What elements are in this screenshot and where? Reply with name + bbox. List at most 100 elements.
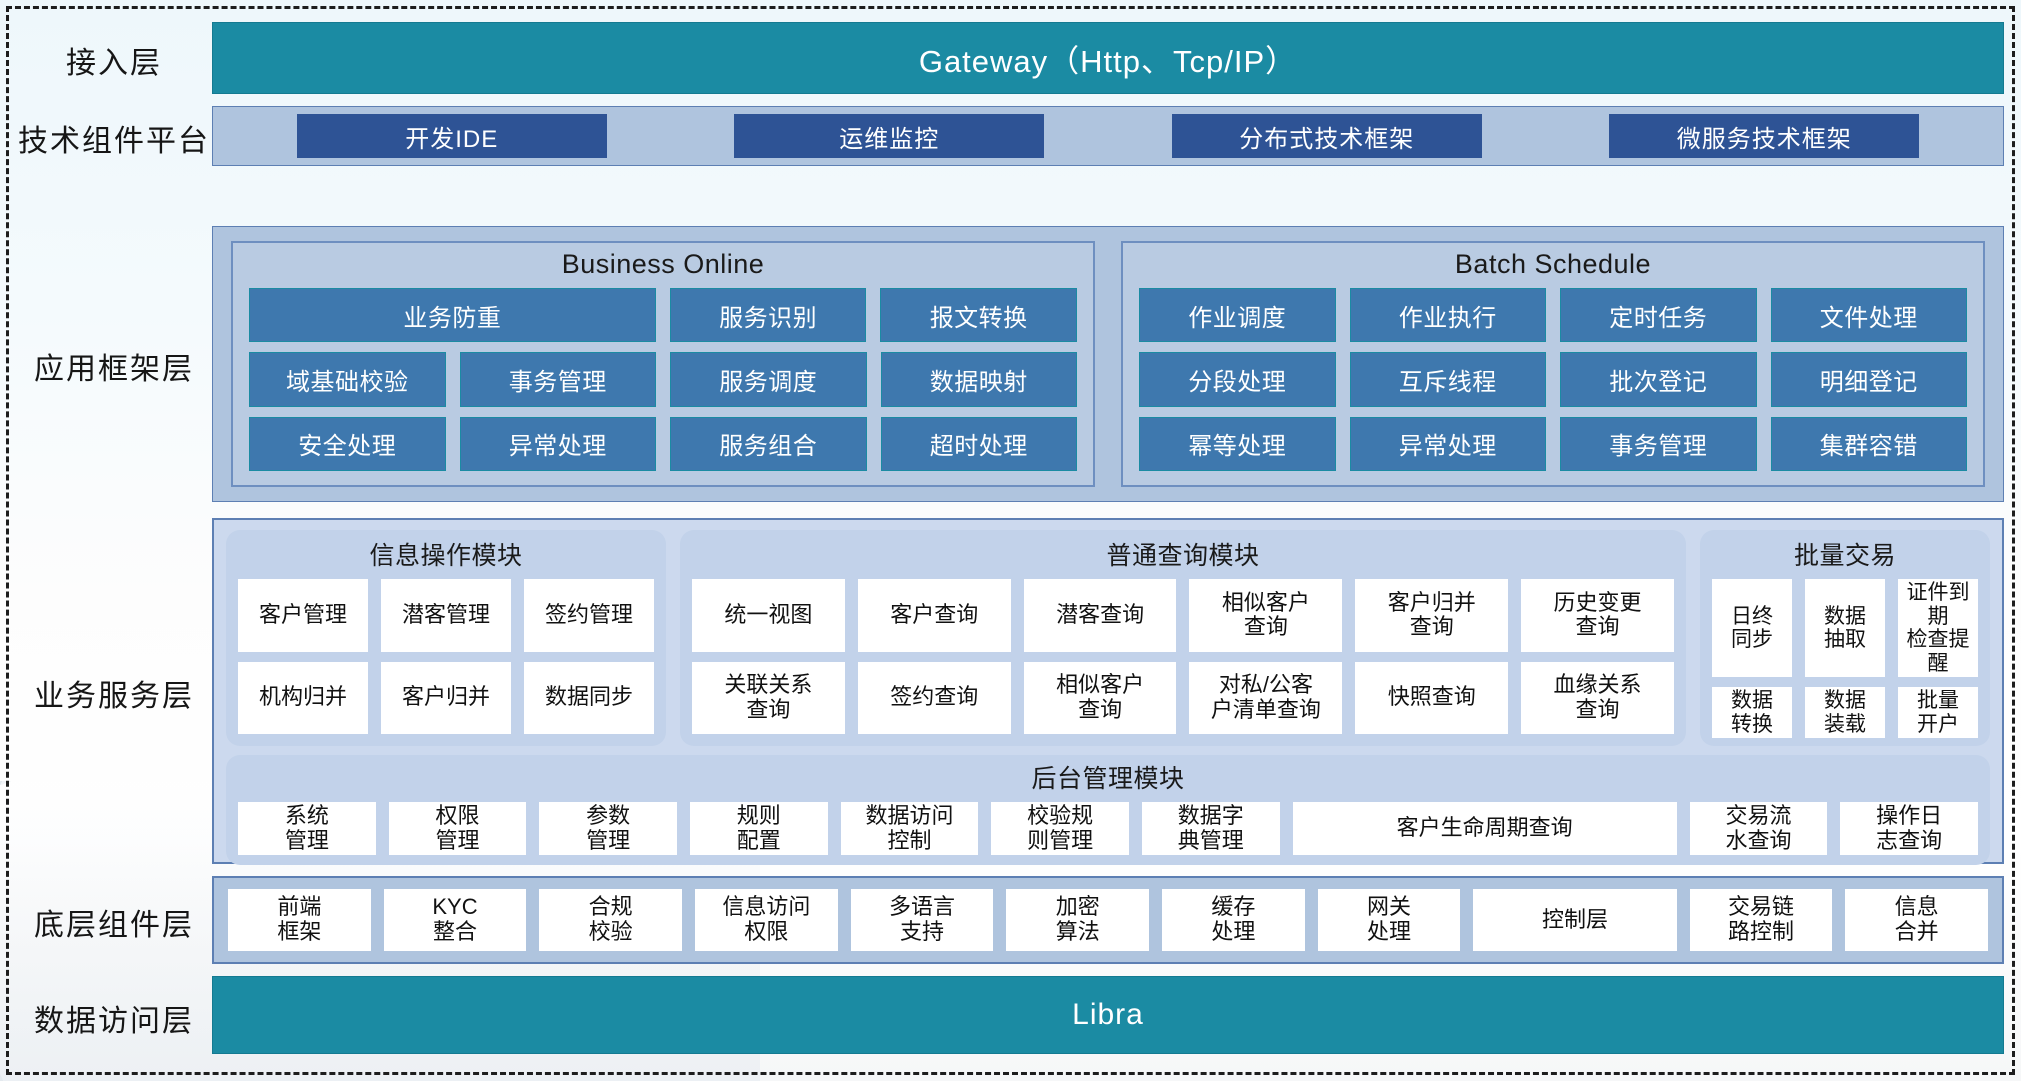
panel-title-business-online: Business Online (561, 249, 765, 279)
cell-kyc-integration[interactable]: KYC 整合 (383, 889, 527, 951)
gateway-bar[interactable]: Gateway（Http、Tcp/IP） (212, 22, 2004, 94)
cell-batch-account-opening[interactable]: 批量 开户 (1898, 687, 1978, 739)
cell-batch-transaction-mgmt[interactable]: 事务管理 (1560, 416, 1757, 471)
cell-certificate-expiry-reminder[interactable]: 证件到期 检查提醒 (1898, 579, 1978, 678)
cell-service-dispatch[interactable]: 服务调度 (670, 352, 867, 407)
panel-title-batch-transaction: 批量交易 (1793, 542, 1896, 570)
layer-label-app-framework: 应用框架层 (34, 353, 194, 386)
cell-data-extraction[interactable]: 数据 抽取 (1805, 579, 1885, 678)
info-operation-row-1: 客户管理 潜客管理 签约管理 (238, 579, 654, 652)
layer-label-tech-platform: 技术组件平台 (18, 125, 210, 158)
cell-service-composition[interactable]: 服务组合 (670, 416, 867, 471)
cell-transaction-mgmt[interactable]: 事务管理 (459, 352, 656, 407)
cell-service-identify[interactable]: 服务识别 (669, 288, 867, 343)
cell-exception-handling[interactable]: 异常处理 (459, 416, 656, 471)
cell-similar-customer-query-2[interactable]: 相似客户 查询 (1023, 661, 1177, 734)
layer-label-business-service: 业务服务层 (34, 680, 194, 713)
general-query-grid: 统一视图 客户查询 潜客查询 相似客户 查询 客户归并 查询 历史变更 查询 关… (692, 579, 1674, 734)
cell-multilanguage-support[interactable]: 多语言 支持 (850, 889, 994, 951)
batch-schedule-row-2: 分段处理 互斥线程 批次登记 明细登记 (1139, 352, 1967, 407)
cell-job-scheduling[interactable]: 作业调度 (1139, 288, 1336, 343)
cell-data-mapping[interactable]: 数据映射 (880, 352, 1077, 407)
cell-contract-query[interactable]: 签约查询 (857, 661, 1011, 734)
cell-mutex-thread[interactable]: 互斥线程 (1349, 352, 1546, 407)
cell-encryption-algorithm[interactable]: 加密 算法 (1006, 889, 1150, 951)
cell-segmented-processing[interactable]: 分段处理 (1139, 352, 1336, 407)
cell-data-access-control[interactable]: 数据访问 控制 (840, 802, 979, 856)
cell-similar-customer-query-1[interactable]: 相似客户 查询 (1189, 579, 1343, 652)
cell-prospect-query[interactable]: 潜客查询 (1023, 579, 1177, 652)
cell-customer-query[interactable]: 客户查询 (857, 579, 1011, 652)
cell-batch-registration[interactable]: 批次登记 (1560, 352, 1757, 407)
tech-item-ide[interactable]: 开发IDE (296, 114, 607, 158)
cell-cache-processing[interactable]: 缓存 处理 (1162, 889, 1305, 951)
cell-contract-mgmt[interactable]: 签约管理 (524, 579, 654, 652)
cell-unified-view[interactable]: 统一视图 (692, 579, 845, 652)
cell-timed-task[interactable]: 定时任务 (1560, 288, 1757, 343)
tech-item-microservice-framework[interactable]: 微服务技术框架 (1609, 114, 1920, 158)
cell-history-change-query[interactable]: 历史变更 查询 (1521, 579, 1674, 652)
cell-job-execution[interactable]: 作业执行 (1349, 288, 1546, 343)
cell-info-merge[interactable]: 信息 合并 (1845, 889, 1988, 951)
layer-data-access: 数据访问层 Libra (16, 976, 2008, 1060)
cell-private-public-customer-list-query[interactable]: 对私/公客 户清单查询 (1189, 661, 1343, 734)
cell-data-dictionary-mgmt[interactable]: 数据字 典管理 (1141, 802, 1280, 856)
cell-prospect-mgmt[interactable]: 潜客管理 (381, 579, 511, 652)
cell-validation-rule-mgmt[interactable]: 校验规 则管理 (991, 802, 1129, 856)
cell-compliance-check[interactable]: 合规 校验 (539, 889, 683, 951)
cell-transaction-flow-query[interactable]: 交易流 水查询 (1689, 802, 1828, 856)
cell-info-access-permission[interactable]: 信息访问 权限 (695, 889, 838, 951)
libra-bar[interactable]: Libra (212, 976, 2004, 1054)
cell-permission-mgmt[interactable]: 权限 管理 (388, 802, 527, 856)
cell-timeout-handling[interactable]: 超时处理 (880, 416, 1077, 471)
cell-system-mgmt[interactable]: 系统 管理 (238, 802, 376, 856)
cell-idempotent-processing[interactable]: 幂等处理 (1139, 416, 1336, 471)
cell-customer-lifecycle-query[interactable]: 客户生命周期查询 (1292, 802, 1677, 856)
cell-domain-validation[interactable]: 域基础校验 (249, 352, 446, 407)
cell-message-transform[interactable]: 报文转换 (880, 288, 1077, 343)
cell-data-sync[interactable]: 数据同步 (524, 661, 654, 734)
cell-data-loading[interactable]: 数据 装载 (1805, 687, 1885, 739)
panel-admin-module: 后台管理模块 系统 管理 权限 管理 参数 管理 规则 配置 数据访问 控制 校… (226, 755, 1990, 866)
cell-snapshot-query[interactable]: 快照查询 (1355, 661, 1509, 734)
general-query-row-2: 关联关系 查询 签约查询 相似客户 查询 对私/公客 户清单查询 快照查询 血缘… (692, 661, 1674, 734)
layer-base-component: 底层组件层 前端 框架 KYC 整合 合规 校验 信息访问 权限 多语言 支持 … (16, 876, 2008, 968)
cell-cluster-fault-tolerance[interactable]: 集群容错 (1770, 416, 1967, 471)
business-online-row-3: 安全处理 异常处理 服务组合 超时处理 (249, 416, 1077, 471)
cell-org-merge[interactable]: 机构归并 (238, 661, 368, 734)
layer-app-framework: 应用框架层 Business Online 业务防重 服务识别 报文转换 域基础… (16, 226, 2008, 506)
cell-operation-log-query[interactable]: 操作日 志查询 (1840, 802, 1978, 856)
cell-relationship-query[interactable]: 关联关系 查询 (692, 661, 845, 734)
cell-customer-mgmt[interactable]: 客户管理 (238, 579, 368, 652)
business-online-grid: 业务防重 服务识别 报文转换 域基础校验 事务管理 服务调度 数据映射 安全处理 (249, 288, 1077, 471)
cell-detail-registration[interactable]: 明细登记 (1770, 352, 1967, 407)
cell-data-transform[interactable]: 数据 转换 (1712, 687, 1792, 739)
cell-customer-merge-query[interactable]: 客户归并 查询 (1355, 579, 1509, 652)
cell-parameter-mgmt[interactable]: 参数 管理 (539, 802, 677, 856)
panel-business-online: Business Online 业务防重 服务识别 报文转换 域基础校验 事务管… (231, 241, 1095, 487)
panel-title-batch-schedule: Batch Schedule (1454, 249, 1652, 279)
layer-business-service: 业务服务层 信息操作模块 客户管理 潜客管理 签约管理 机构归并 (16, 518, 2008, 868)
cell-business-dedup[interactable]: 业务防重 (249, 288, 656, 343)
batch-schedule-row-3: 幂等处理 异常处理 事务管理 集群容错 (1139, 416, 1967, 471)
tech-item-distributed-framework[interactable]: 分布式技术框架 (1171, 114, 1482, 158)
cell-file-processing[interactable]: 文件处理 (1770, 288, 1967, 343)
cell-frontend-framework[interactable]: 前端 框架 (228, 889, 371, 951)
batch-transaction-grid: 日终 同步 数据 抽取 证件到期 检查提醒 数据 转换 数据 装载 批量 开户 (1712, 579, 1978, 739)
cell-batch-exception-handling[interactable]: 异常处理 (1349, 416, 1546, 471)
cell-eod-sync[interactable]: 日终 同步 (1712, 579, 1792, 678)
cell-kinship-query[interactable]: 血缘关系 查询 (1521, 661, 1674, 734)
cell-transaction-link-control[interactable]: 交易链 路控制 (1689, 889, 1833, 951)
batch-schedule-row-1: 作业调度 作业执行 定时任务 文件处理 (1139, 288, 1967, 343)
cell-rule-config[interactable]: 规则 配置 (689, 802, 828, 856)
cell-gateway-processing[interactable]: 网关 处理 (1317, 889, 1461, 951)
cell-security-processing[interactable]: 安全处理 (249, 416, 446, 471)
cell-control-layer[interactable]: 控制层 (1473, 889, 1677, 951)
cell-customer-merge[interactable]: 客户归并 (381, 661, 511, 734)
layer-body-app-framework: Business Online 业务防重 服务识别 报文转换 域基础校验 事务管… (212, 226, 2008, 506)
layer-label-access: 接入层 (66, 47, 162, 80)
layer-access: 接入层 Gateway（Http、Tcp/IP） (16, 22, 2008, 98)
general-query-row-1: 统一视图 客户查询 潜客查询 相似客户 查询 客户归并 查询 历史变更 查询 (692, 579, 1674, 652)
tech-item-ops-monitoring[interactable]: 运维监控 (734, 114, 1045, 158)
business-online-row-1: 业务防重 服务识别 报文转换 (249, 288, 1077, 343)
